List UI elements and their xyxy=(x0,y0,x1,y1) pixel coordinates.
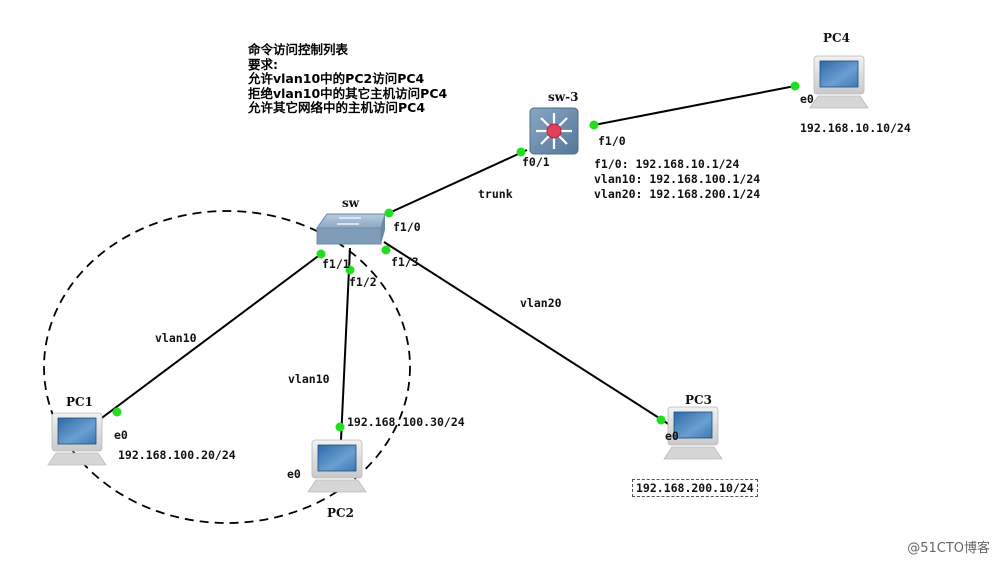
link-sw3-pc4[interactable] xyxy=(593,85,796,126)
port-dot-pc1-e0[interactable] xyxy=(112,407,122,417)
pc1-iface-label: e0 xyxy=(114,428,128,442)
sw3-config-line: vlan10: 192.168.100.1/24 xyxy=(594,172,761,186)
sw3-config-line: vlan20: 192.168.200.1/24 xyxy=(594,187,761,201)
pc2-ip-label: 192.168.100.30/24 xyxy=(347,415,465,429)
sw-label: sw xyxy=(342,196,360,210)
note-line: 要求: xyxy=(248,56,278,72)
pc1-ip-label: 192.168.100.20/24 xyxy=(118,448,236,462)
pc2-vlan-label: vlan10 xyxy=(288,372,330,386)
link-sw-sw3-trunk[interactable] xyxy=(388,149,528,214)
sw-port-f11-label: f1/1 xyxy=(322,257,350,271)
port-dot-sw-f11[interactable] xyxy=(316,249,326,259)
port-dot-sw-f12[interactable] xyxy=(345,265,355,275)
port-dot-sw-f13[interactable] xyxy=(381,245,391,255)
sw-port-f10-label: f1/0 xyxy=(393,220,421,234)
pc4-iface-label: e0 xyxy=(800,92,814,106)
pc4-ip-label: 192.168.10.10/24 xyxy=(800,121,911,135)
pc3-label: PC3 xyxy=(685,393,712,407)
pc4-icon[interactable] xyxy=(809,55,869,109)
port-dot-pc3-e0[interactable] xyxy=(656,415,666,425)
port-dot-sw-f10[interactable] xyxy=(384,208,394,218)
port-dot-sw3-f10[interactable] xyxy=(589,120,599,130)
watermark: @51CTO博客 xyxy=(907,541,990,556)
pc3-iface-label: e0 xyxy=(665,429,679,443)
sw3-port-f10-label: f1/0 xyxy=(598,134,626,148)
port-dot-pc4-e0[interactable] xyxy=(790,81,800,91)
link-sw-pc3[interactable] xyxy=(383,241,671,426)
pc3-vlan-label: vlan20 xyxy=(520,296,562,310)
requirements-note: 命令访问控制列表 要求: 允许vlan10中的PC2访问PC4 拒绝vlan10… xyxy=(248,42,448,116)
vlan10-domain-outline xyxy=(43,210,411,524)
sw3-port-f01-label: f0/1 xyxy=(522,155,550,169)
note-line: 允许vlan10中的PC2访问PC4 xyxy=(248,71,425,86)
note-title: 命令访问控制列表 xyxy=(248,42,349,57)
note-line: 拒绝vlan10中的其它主机访问PC4 xyxy=(248,85,448,101)
sw3-label: sw-3 xyxy=(548,90,579,104)
link-sw-pc1[interactable] xyxy=(98,253,322,421)
port-dot-pc2-e0[interactable] xyxy=(335,422,345,432)
pc1-vlan-label: vlan10 xyxy=(155,331,197,345)
pc3-ip-label: 192.168.200.10/24 xyxy=(632,479,758,497)
sw3-config-line: f1/0: 192.168.10.1/24 xyxy=(594,157,740,171)
pc1-icon[interactable] xyxy=(47,412,107,466)
note-line: 允许其它网络中的主机访问PC4 xyxy=(248,100,426,115)
pc2-iface-label: e0 xyxy=(287,467,301,481)
multilayer-switch-sw3[interactable] xyxy=(529,107,579,155)
port-dot-sw3-f01[interactable] xyxy=(516,147,526,157)
trunk-link-label: trunk xyxy=(478,187,513,201)
switch-sw[interactable] xyxy=(316,213,386,245)
link-sw-pc2[interactable] xyxy=(340,247,351,441)
pc2-icon[interactable] xyxy=(307,439,367,493)
sw-port-f13-label: f1/3 xyxy=(391,255,419,269)
pc2-label: PC2 xyxy=(327,506,354,520)
pc1-label: PC1 xyxy=(66,395,93,409)
sw-port-f12-label: f1/2 xyxy=(349,275,377,289)
pc4-label: PC4 xyxy=(823,31,850,45)
